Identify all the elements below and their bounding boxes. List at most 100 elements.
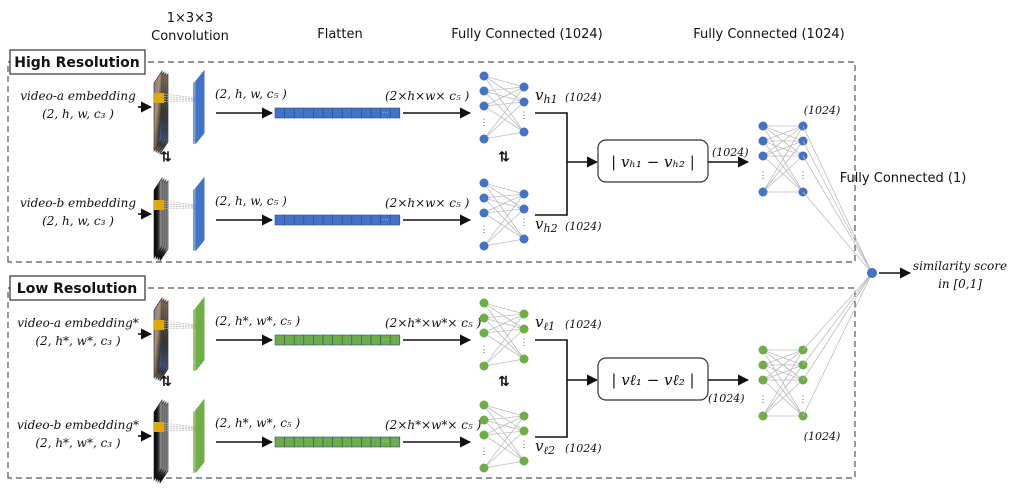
fc-edge: [762, 349, 804, 417]
video-frame: [153, 177, 163, 259]
video-frames-icon: [153, 177, 169, 262]
fc-edge: [762, 364, 804, 381]
input-shape: (2, h, w, c₃ ): [42, 107, 114, 121]
conv-header-kernel: 1×3×3: [167, 11, 214, 26]
vector-cell: [284, 107, 295, 119]
fc2-size: (1024): [804, 104, 841, 117]
abs-diff-box: [597, 357, 709, 401]
vector-cell: [322, 214, 333, 226]
input-label: video-a embedding*: [17, 316, 139, 330]
input-label: video-a embedding: [20, 89, 136, 103]
neuron-ellipsis: ⋮: [480, 224, 489, 234]
flattened-vector: ···: [274, 214, 401, 226]
flattened-vector: ···: [274, 107, 401, 119]
receptive-field-ray: [163, 422, 197, 428]
vector-cell: [351, 107, 362, 119]
section-title: Low Resolution: [17, 281, 137, 297]
fc-edge: [483, 460, 525, 469]
neuron: [758, 345, 768, 355]
vector-cell: [313, 436, 324, 448]
input-label: video-b embedding: [20, 196, 136, 210]
neuron: [519, 309, 529, 319]
shared-weights-icon: ⇅: [498, 150, 510, 166]
vector-symbol: v: [535, 86, 544, 104]
embedding-vector-label: vℓ1: [535, 313, 555, 333]
fc-edge: [762, 125, 804, 142]
vector-cell: [303, 214, 314, 226]
fc-edge: [483, 430, 525, 436]
vector-cell: [351, 214, 362, 226]
output-edge: [802, 140, 873, 274]
vector-ellipsis: ···: [382, 216, 389, 224]
neuron-ellipsis: ⋮: [520, 110, 529, 120]
vector-cell: [284, 214, 295, 226]
fc-edge: [483, 208, 525, 247]
input-shape: (2, h*, w*, c₃ ): [35, 334, 121, 348]
fc-edge: [483, 75, 525, 88]
stream-high-a: video-a embedding(2, h, w, c₃ )(2, h, w,…: [20, 69, 602, 162]
flattened-vector: ···: [274, 334, 401, 346]
fc-edge: [483, 404, 525, 417]
fc-edge: [483, 302, 525, 315]
fc-edge: [483, 212, 525, 240]
conv-output-slab: [195, 296, 205, 372]
fc-edge: [483, 313, 525, 367]
fc-edge: [483, 415, 525, 436]
fc-edge: [483, 193, 525, 214]
fc-edge: [483, 193, 525, 247]
fc-edge: [762, 125, 804, 193]
vector-symbol: v: [535, 215, 544, 233]
fc-edge: [483, 86, 525, 107]
output-edge: [802, 125, 873, 274]
section-title-box: [9, 275, 146, 301]
receptive-field-ray: [163, 325, 197, 328]
conv-output-slab-side: [193, 308, 196, 371]
vector-subscript: ℓ1: [543, 320, 555, 333]
output-edge: [802, 191, 873, 274]
neuron: [519, 354, 529, 364]
vector-cell: [370, 436, 381, 448]
neuron: [479, 328, 489, 338]
vector-cell: [341, 214, 353, 226]
vector-symbol: v: [535, 313, 544, 331]
vector-cell: [284, 436, 295, 448]
fc-edge: [483, 238, 525, 247]
section-title: High Resolution: [14, 55, 139, 71]
fc-edge: [483, 313, 525, 334]
fc-out-header: Fully Connected (1): [840, 171, 967, 186]
embedding-size: (1024): [565, 91, 602, 104]
fc2-network: ⋮⋮(1024): [758, 104, 873, 274]
fc-edge: [762, 155, 804, 193]
input-shape: (2, h, w, c₃ ): [42, 214, 114, 228]
fc-edge: [483, 328, 525, 367]
video-frames-icon: [153, 297, 169, 382]
fc-edge: [483, 86, 525, 92]
embedding-size: (1024): [565, 220, 602, 233]
fc-edge: [762, 140, 804, 157]
fc-edge: [762, 379, 804, 417]
abs-diff-box: [597, 139, 709, 183]
neuron: [479, 463, 489, 473]
neuron: [479, 361, 489, 371]
vector-cell: [361, 334, 372, 346]
vector-cell: [293, 436, 305, 448]
neuron: [479, 178, 489, 188]
vector-cell: [361, 436, 372, 448]
vector-cell: [293, 214, 305, 226]
neuron-ellipsis: ⋮: [520, 439, 529, 449]
diff-output-size: (1024): [708, 392, 745, 405]
conv-kernel-patch: [154, 422, 164, 432]
neuron: [479, 298, 489, 308]
vector-cell: [303, 107, 314, 119]
output-edge: [802, 272, 873, 381]
neuron: [519, 426, 529, 436]
vector-cell: [322, 107, 333, 119]
neuron: [519, 189, 529, 199]
vector-subscript: ℓ2: [543, 444, 555, 457]
conv-kernel-patch: [154, 200, 164, 210]
conv-output-slab: [195, 398, 205, 474]
receptive-field-ray: [163, 205, 197, 208]
vector-cell: [293, 334, 305, 346]
neuron-ellipsis: ⋮: [520, 337, 529, 347]
receptive-field-ray: [163, 200, 197, 206]
